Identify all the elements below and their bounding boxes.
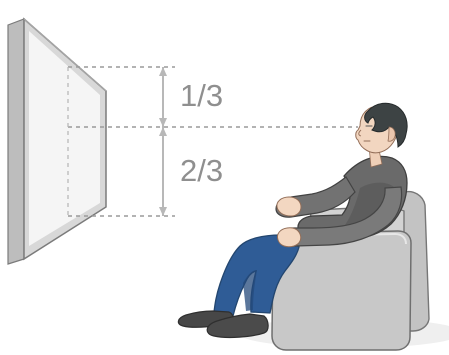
lower-fraction-label: 2/3 (180, 155, 223, 186)
upper-measure-arrow-head-bottom (159, 118, 167, 127)
front-hand (277, 228, 300, 247)
tv-side-panel (8, 19, 24, 264)
upper-measure-arrow-head-top (159, 67, 167, 76)
upper-fraction-label: 1/3 (180, 80, 223, 111)
rear-hand (277, 197, 301, 216)
measurement-arrows (159, 67, 167, 216)
lower-measure-arrow-head-top (159, 127, 167, 136)
lower-measure-arrow-head-bottom (159, 207, 167, 216)
tv-icon (8, 19, 106, 264)
